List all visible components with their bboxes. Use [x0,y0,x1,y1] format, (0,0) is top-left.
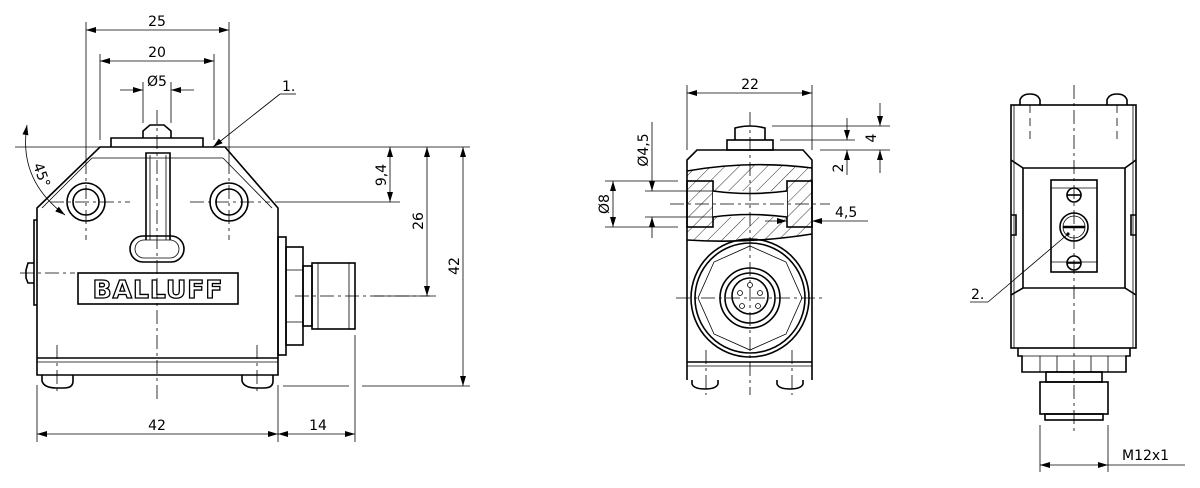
front-view: BALLUFF 25 20 Ø5 [15,14,470,442]
svg-text:1.: 1. [282,79,295,95]
dimension-25: 25 [85,14,230,160]
svg-text:26: 26 [411,212,427,230]
foot-left [41,375,74,389]
housing [36,146,279,376]
dimension-42-width: 42 [36,335,356,442]
dimension-depth-4-5: 4,5 [765,205,868,224]
svg-text:42: 42 [447,257,463,275]
dimension-diameter-8: Ø8 [597,180,678,228]
svg-text:2.: 2. [971,287,984,303]
dimension-angle-45: 45° [22,124,66,216]
rear-view: 2. M12x1 [970,85,1185,472]
dimension-4: 4 [772,103,890,173]
dimension-42-height: 42 [283,147,470,387]
svg-text:20: 20 [148,45,166,61]
connector [277,236,356,356]
svg-text:Ø5: Ø5 [147,74,167,90]
svg-text:22: 22 [741,77,759,93]
svg-text:14: 14 [309,418,327,434]
dimension-m12x1: M12x1 [1039,425,1185,472]
svg-text:45°: 45° [29,161,53,190]
dimension-9-4: 9,4 [275,147,400,203]
rear-housing [1010,104,1137,349]
plunger [142,124,172,138]
dimension-2: 2 [780,118,855,175]
balluff-logo: BALLUFF [93,275,224,304]
dimension-26: 26 [374,147,436,297]
svg-text:4,5: 4,5 [835,205,857,221]
svg-text:42: 42 [148,418,166,434]
logo-plate [77,272,239,305]
callout-1: 1. [212,79,296,148]
svg-text:2: 2 [831,164,847,173]
svg-text:9,4: 9,4 [374,164,390,186]
dimension-diameter-4-5: Ø4,5 [636,122,713,238]
svg-text:Ø4,5: Ø4,5 [636,133,652,166]
svg-text:Ø8: Ø8 [597,194,613,214]
slot [145,152,171,240]
svg-text:4: 4 [864,133,880,142]
dimension-20: 20 [99,45,215,140]
foot-right [241,375,274,389]
svg-text:25: 25 [148,14,166,30]
callout-2: 2. [970,232,1070,303]
dimension-22: 22 [686,77,813,150]
side-view: 22 Ø4,5 Ø8 4,5 4 2 [597,77,890,395]
dimension-diameter-5: Ø5 [120,74,194,123]
svg-text:M12x1: M12x1 [1122,448,1169,464]
foot-left [691,380,719,390]
dimension-14: 14 [278,418,355,437]
foot-right [776,380,804,390]
